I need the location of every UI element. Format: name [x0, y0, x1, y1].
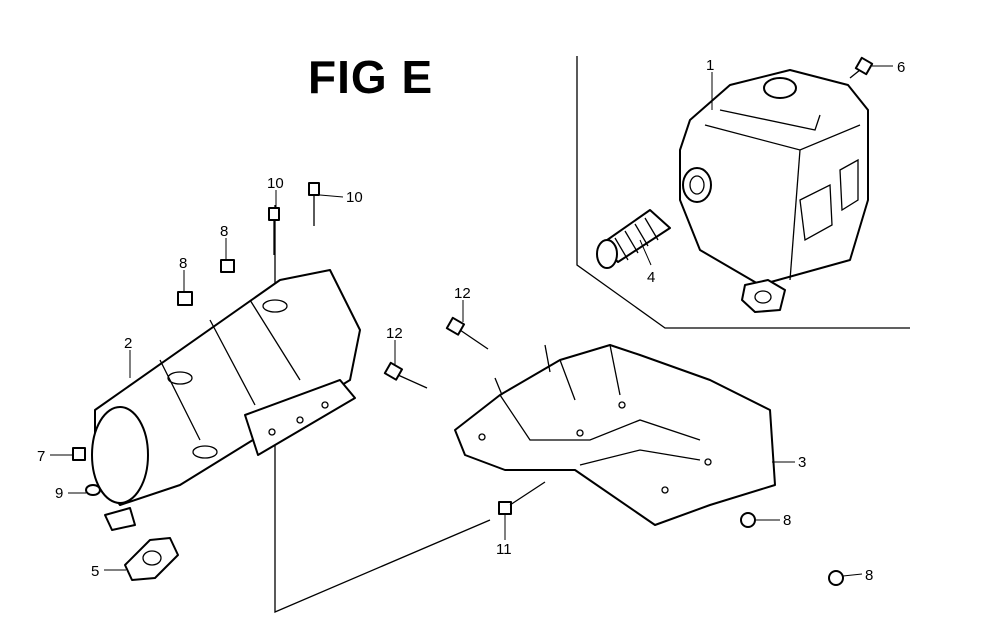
callout-12a: 12 — [454, 285, 471, 302]
callout-12b: 12 — [386, 325, 403, 342]
nut-8b — [220, 259, 235, 273]
nut-8c — [740, 512, 756, 528]
callout-8d: 8 — [865, 567, 873, 584]
muffler-protector — [91, 269, 361, 531]
bolt-10b — [308, 182, 320, 226]
callout-6: 6 — [897, 59, 905, 76]
bolt-11 — [498, 481, 546, 515]
callout-8a: 8 — [179, 255, 187, 272]
callout-8b: 8 — [220, 223, 228, 240]
callout-9: 9 — [55, 485, 63, 502]
nut-8d — [828, 570, 844, 586]
exhaust-gasket — [124, 537, 179, 581]
leader-lines — [50, 65, 893, 577]
callout-5: 5 — [91, 563, 99, 580]
callout-10b: 10 — [346, 189, 363, 206]
nut-8a — [177, 291, 193, 306]
callout-10a: 10 — [267, 175, 284, 192]
bolt-6 — [849, 56, 874, 79]
bolt-12b — [383, 361, 428, 389]
muffler-body — [679, 69, 869, 313]
callout-4: 4 — [647, 269, 655, 286]
callout-1: 1 — [706, 57, 714, 74]
bolt-12a — [445, 316, 489, 350]
figure-title: FIG E — [308, 51, 434, 103]
spark-arrester-screen — [596, 209, 671, 269]
nut-7 — [72, 447, 86, 461]
callout-8c: 8 — [783, 512, 791, 529]
callout-7: 7 — [37, 448, 45, 465]
callout-3: 3 — [798, 454, 806, 471]
bolt-10a — [268, 207, 280, 255]
muffler-cover — [454, 344, 776, 526]
callout-11: 11 — [496, 541, 512, 558]
callout-2: 2 — [124, 335, 132, 352]
washer-9 — [85, 484, 101, 496]
